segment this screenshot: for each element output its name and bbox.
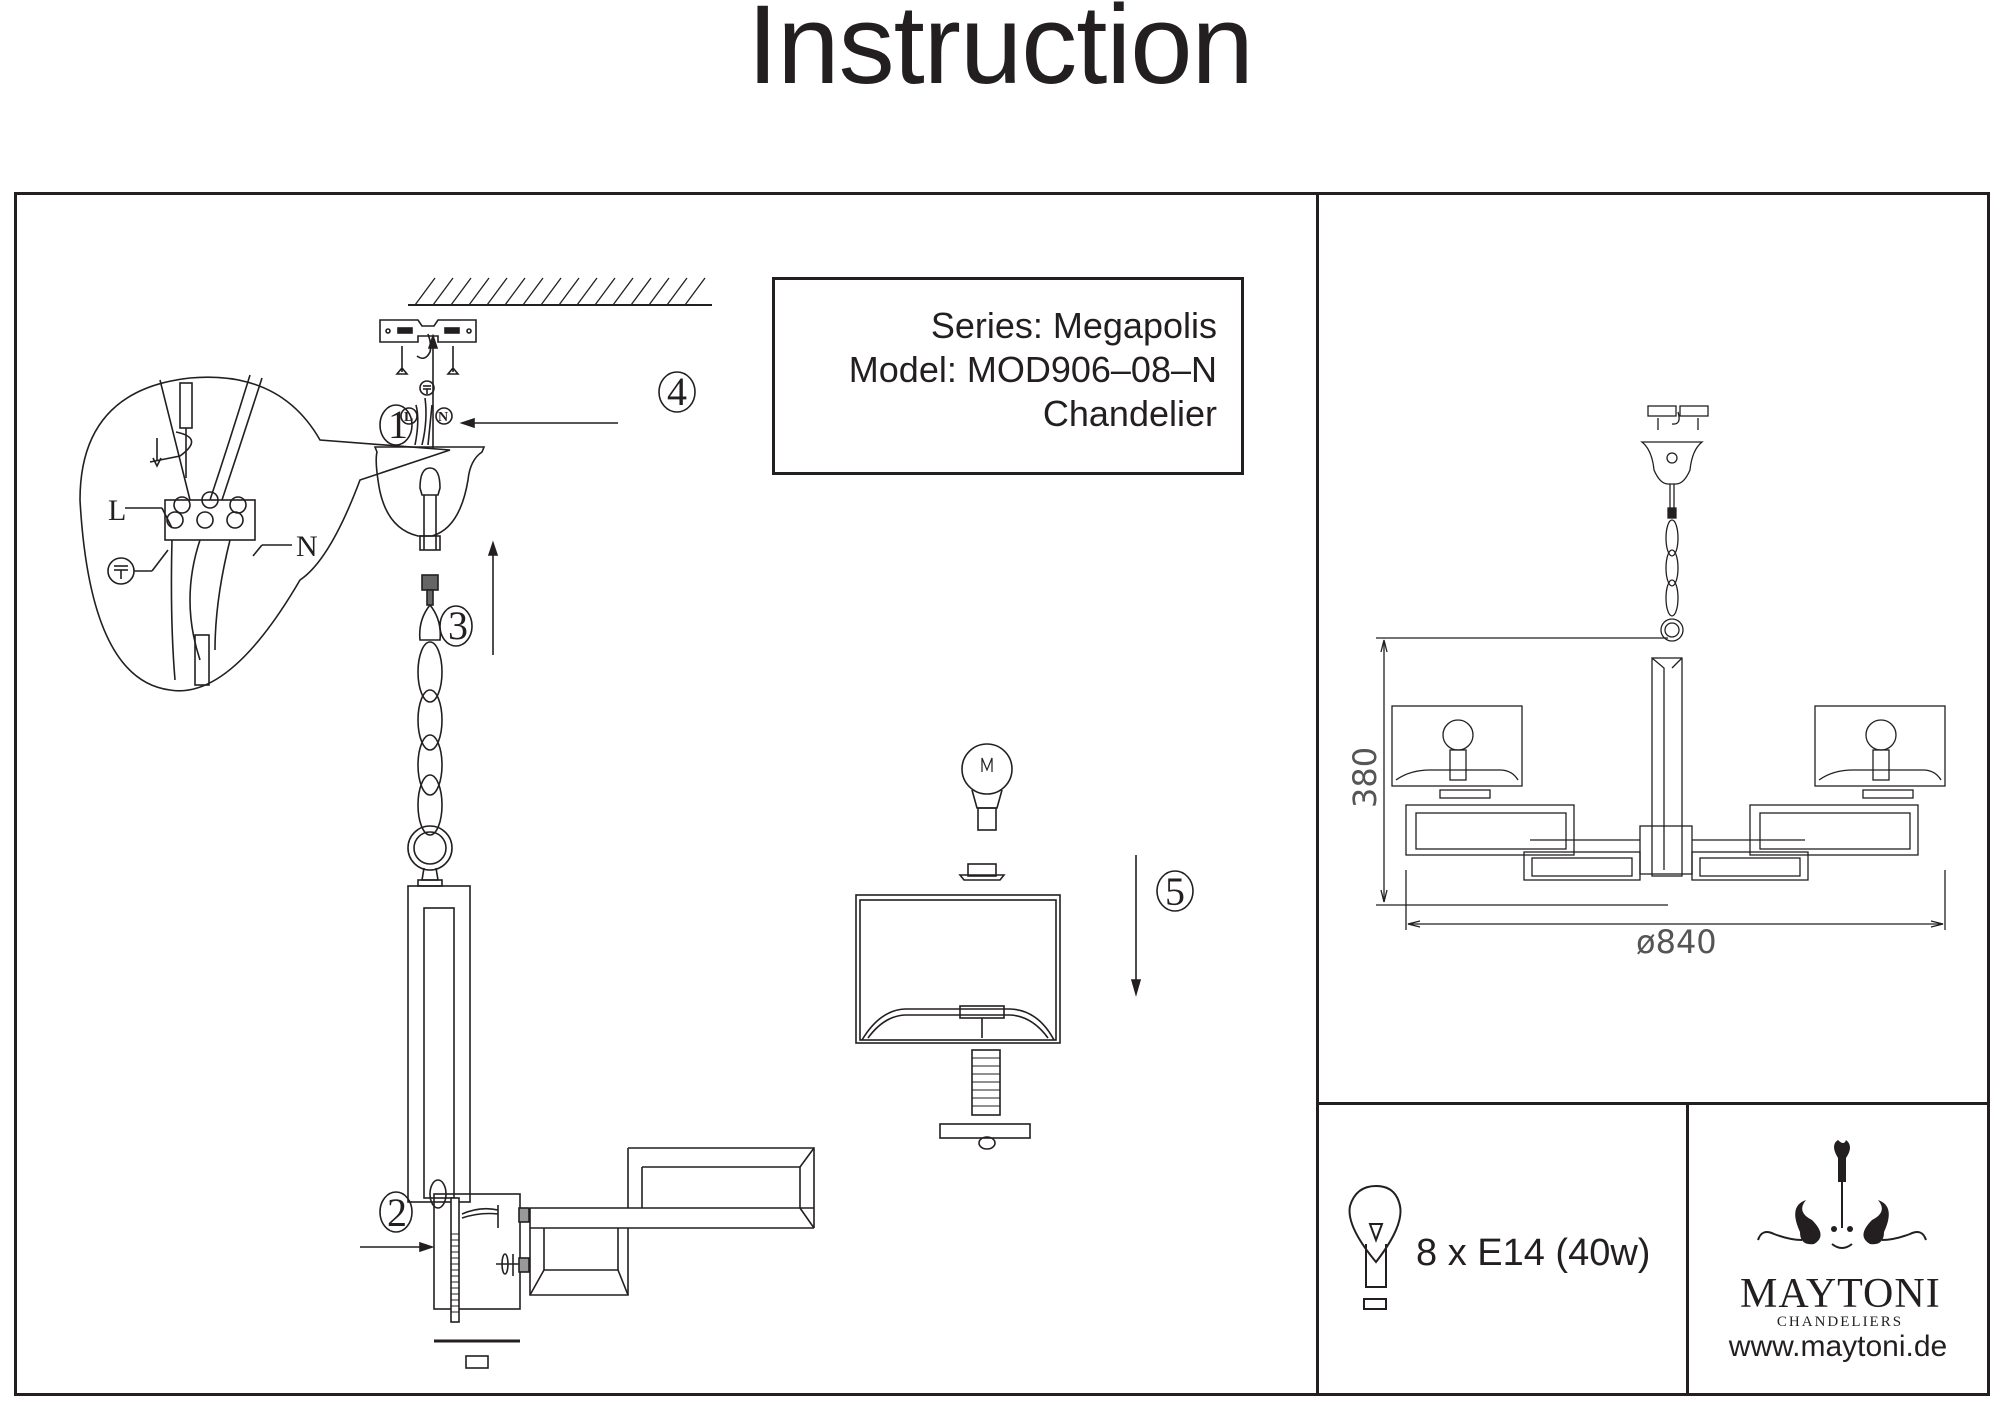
light-bulb-icon [1348, 1184, 1402, 1310]
left-shade-small [1391, 705, 1523, 799]
svg-text:3: 3 [448, 603, 468, 648]
light-bulb-icon [961, 743, 1013, 831]
step-number-1: 1 [379, 402, 413, 447]
instruction-frame [14, 192, 1990, 1396]
live-wire-label: L [400, 407, 418, 425]
right-shade-small [1814, 705, 1946, 799]
svg-text:N: N [296, 530, 318, 563]
ceiling-icon [408, 277, 712, 306]
dimension-drawing [1376, 405, 1946, 930]
logo-scroll-lines [1757, 1231, 1927, 1249]
footer-divider [1686, 1102, 1689, 1396]
supply-wires [414, 397, 433, 446]
central-column-icon [407, 885, 471, 1209]
step-1-arrow [427, 333, 439, 448]
step-2-arrow [360, 1241, 435, 1253]
product-type-label: Chandelier [1042, 393, 1217, 434]
callout-neutral-label: N [252, 530, 318, 563]
page-title: Instruction [747, 0, 1254, 107]
svg-text:L: L [404, 410, 413, 425]
horizontal-divider [1316, 1102, 1990, 1105]
svg-text:2: 2 [387, 1190, 407, 1235]
svg-text:5: 5 [1165, 869, 1185, 914]
callout-live-label: L [108, 494, 173, 529]
step-5-arrow [1130, 855, 1142, 997]
lamp-shade-icon [855, 894, 1061, 1044]
series-label: Series: Megapolis [930, 305, 1217, 346]
ornamental-chandelier-logo-icon [1795, 1140, 1889, 1245]
chain-icon [407, 574, 453, 887]
step-3-arrow [487, 540, 499, 655]
brand-url[interactable]: www.maytoni.de [1728, 1330, 1948, 1363]
earth-ground-icon [419, 380, 435, 396]
step-4-arrow [459, 417, 618, 429]
svg-text:L: L [108, 494, 126, 527]
wiring-detail-callout [79, 374, 451, 692]
height-dimension-label: 380 [1346, 747, 1384, 808]
hub-box-icon [433, 1193, 530, 1369]
svg-text:4: 4 [667, 369, 687, 414]
svg-text:N: N [438, 410, 448, 425]
socket-ring-icon [958, 863, 1006, 881]
neutral-wire-label: N [435, 407, 453, 425]
lamp-socket-icon [939, 1049, 1031, 1150]
step-number-5: 5 [1156, 869, 1194, 914]
mounting-bracket-small-icon [1647, 405, 1709, 430]
brand-name: MAYTONI [1740, 1271, 1941, 1317]
brand-subtitle: CHANDELIERS [1776, 1314, 1904, 1330]
width-dimension-line [1405, 870, 1946, 930]
diameter-dimension-label: ø840 [1636, 923, 1717, 961]
terminal-block-icon [164, 491, 256, 541]
height-dimension-line [1376, 637, 1668, 906]
svg-text:1: 1 [388, 402, 408, 447]
canopy-small-icon [1640, 441, 1704, 485]
lamp-arm-icon [529, 1147, 815, 1296]
step-number-2: 2 [379, 1190, 413, 1235]
model-label: Model: MOD906–08–N [848, 349, 1217, 390]
callout-earth-icon [107, 549, 169, 585]
mounting-bracket-icon [379, 319, 477, 375]
ceiling-canopy-icon [373, 446, 486, 551]
vertical-divider [1316, 192, 1319, 1396]
bulb-spec-label: 8 x E14 (40w) [1416, 1232, 1651, 1274]
step-number-4: 4 [658, 369, 696, 414]
product-info-box: Series: Megapolis Model: MOD906–08–N Cha… [772, 277, 1244, 475]
step-number-3: 3 [439, 603, 473, 648]
